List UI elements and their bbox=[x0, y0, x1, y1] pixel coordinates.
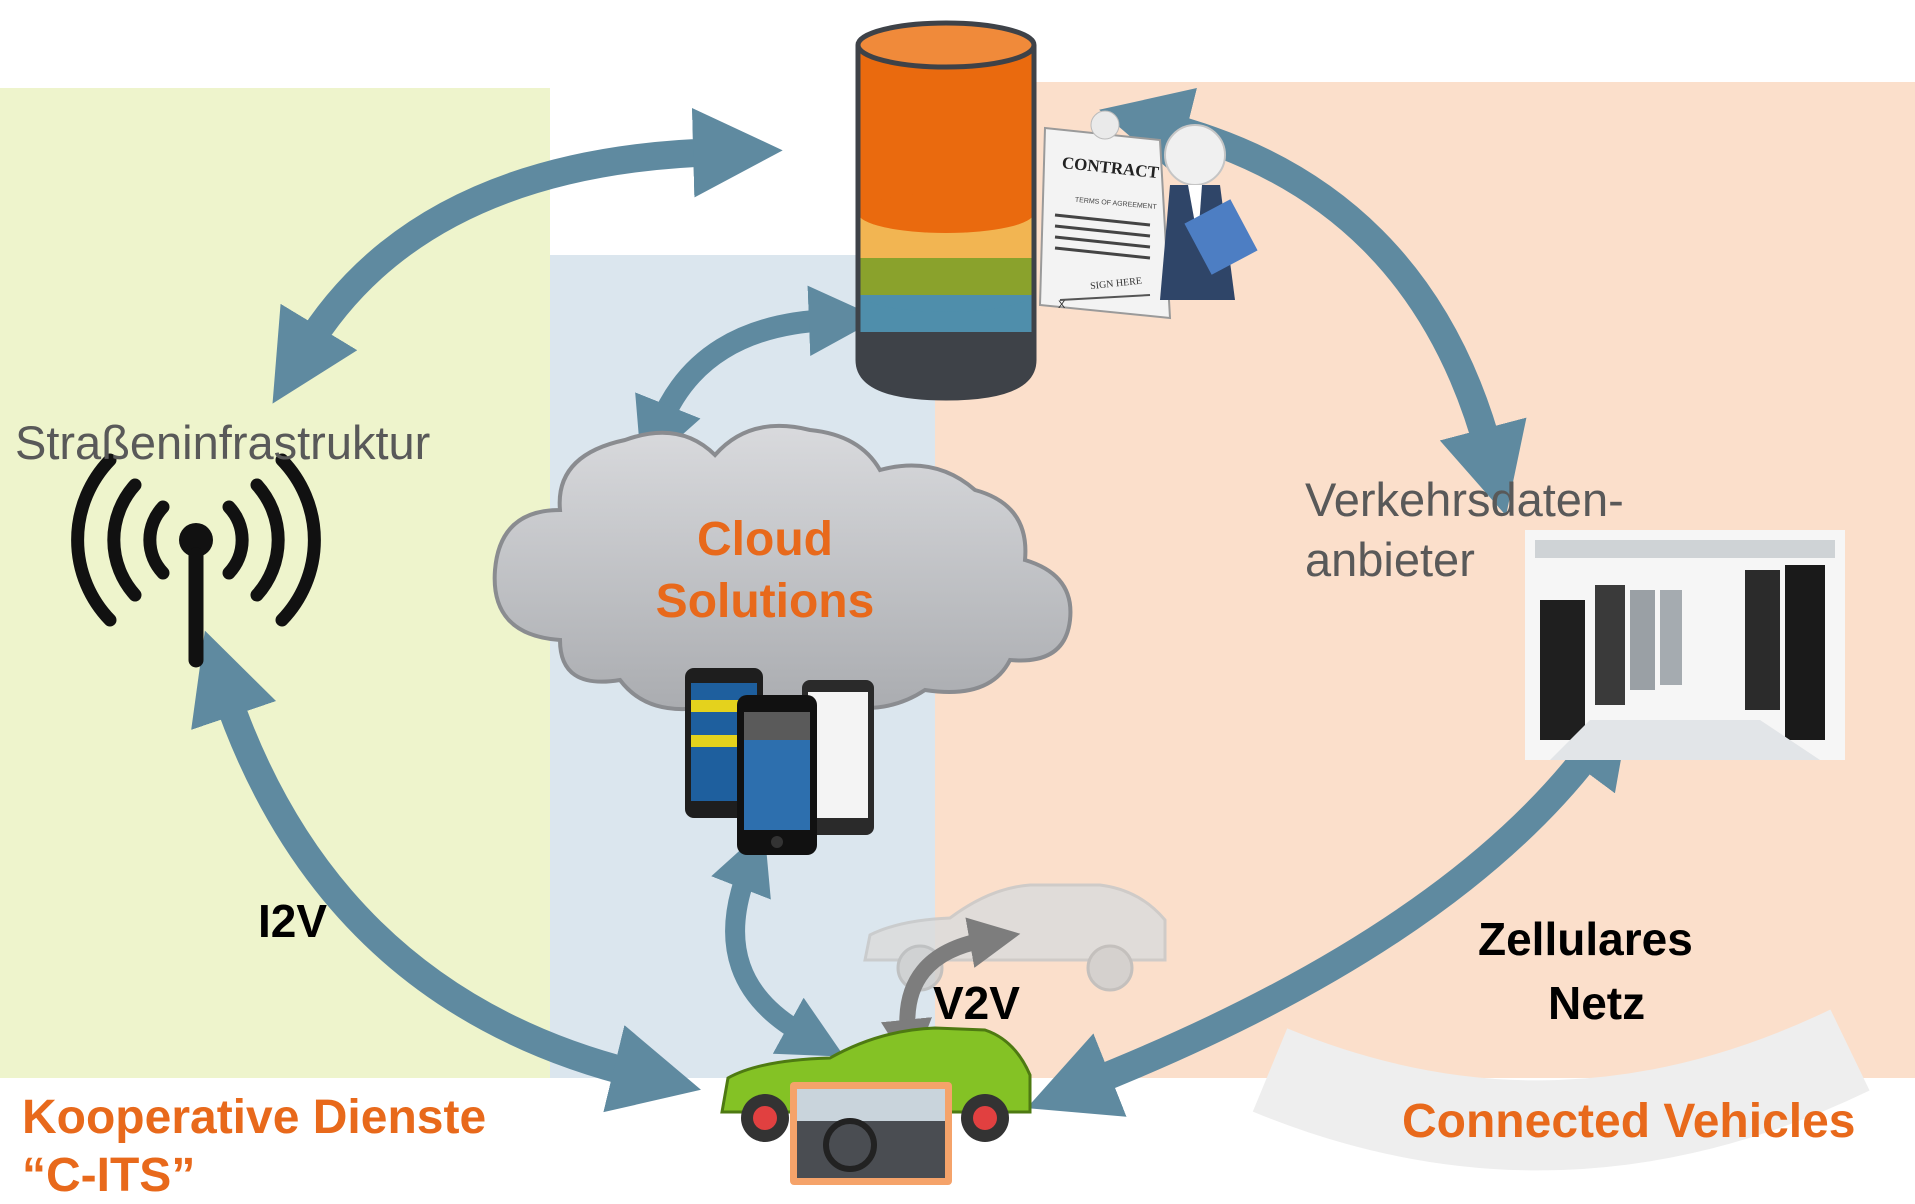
arrow-car-cellular bbox=[1026, 694, 1633, 1117]
label-traffic-provider-line1: Verkehrsdaten- bbox=[1305, 473, 1624, 526]
label-cloud-line2: Solutions bbox=[655, 575, 875, 628]
label-i2v: I2V bbox=[258, 895, 328, 947]
arrow-database-traffic-provider bbox=[1099, 88, 1527, 516]
label-v2v: V2V bbox=[933, 977, 1020, 1029]
arrow-phone-car bbox=[711, 828, 845, 1057]
contract-figure-icon bbox=[1038, 110, 1258, 320]
label-cellular-line1: Zellulares bbox=[1478, 913, 1693, 965]
server-room-icon bbox=[1525, 530, 1845, 760]
contract-sign: SIGN HERE bbox=[1090, 276, 1143, 292]
label-road-infrastructure: Straßeninfrastruktur bbox=[15, 416, 431, 469]
label-traffic-provider-line2: anbieter bbox=[1305, 533, 1475, 586]
label-cellular-line2: Netz bbox=[1548, 977, 1646, 1029]
smartphones-icon bbox=[685, 668, 874, 855]
arrow-infrastructure-database bbox=[272, 107, 783, 404]
database-icon bbox=[855, 20, 1037, 401]
arrow-infrastructure-car bbox=[191, 630, 701, 1113]
arrow-cloud-database bbox=[635, 285, 880, 471]
car-icon bbox=[720, 1026, 1032, 1185]
label-cloud-line1: Cloud bbox=[697, 513, 833, 566]
label-connected-vehicles: Connected Vehicles bbox=[1402, 1095, 1856, 1148]
label-cooperative-line1: Kooperative Dienste bbox=[22, 1091, 487, 1144]
antenna-icon bbox=[71, 453, 321, 668]
label-cooperative-line2: “C-ITS” bbox=[22, 1149, 196, 1202]
contract-mark: X bbox=[1058, 299, 1066, 311]
arrow-v2v bbox=[881, 917, 1021, 1071]
